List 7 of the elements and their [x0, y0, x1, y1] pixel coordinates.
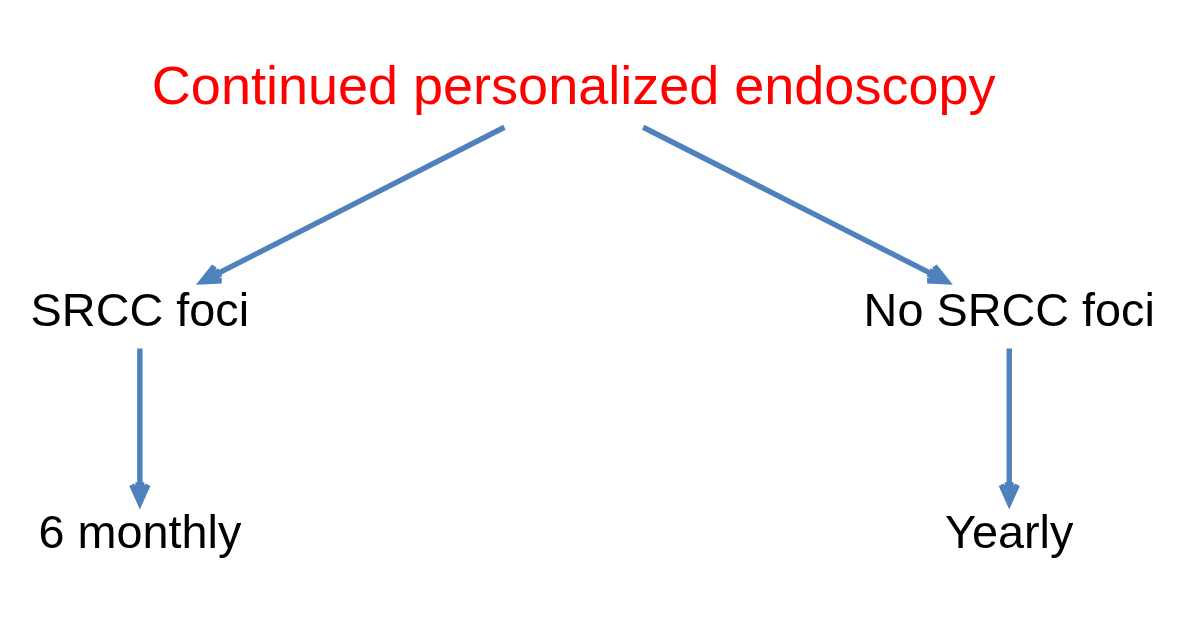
arrow — [641, 124, 950, 285]
node-text: SRCC foci — [30, 284, 250, 337]
node-text: Yearly — [945, 505, 1074, 558]
node-text: Continued personalized endoscopy — [151, 54, 996, 115]
node-text: No SRCC foci — [863, 284, 1155, 337]
arrow — [199, 124, 506, 285]
node-text: 6 monthly — [38, 505, 242, 558]
